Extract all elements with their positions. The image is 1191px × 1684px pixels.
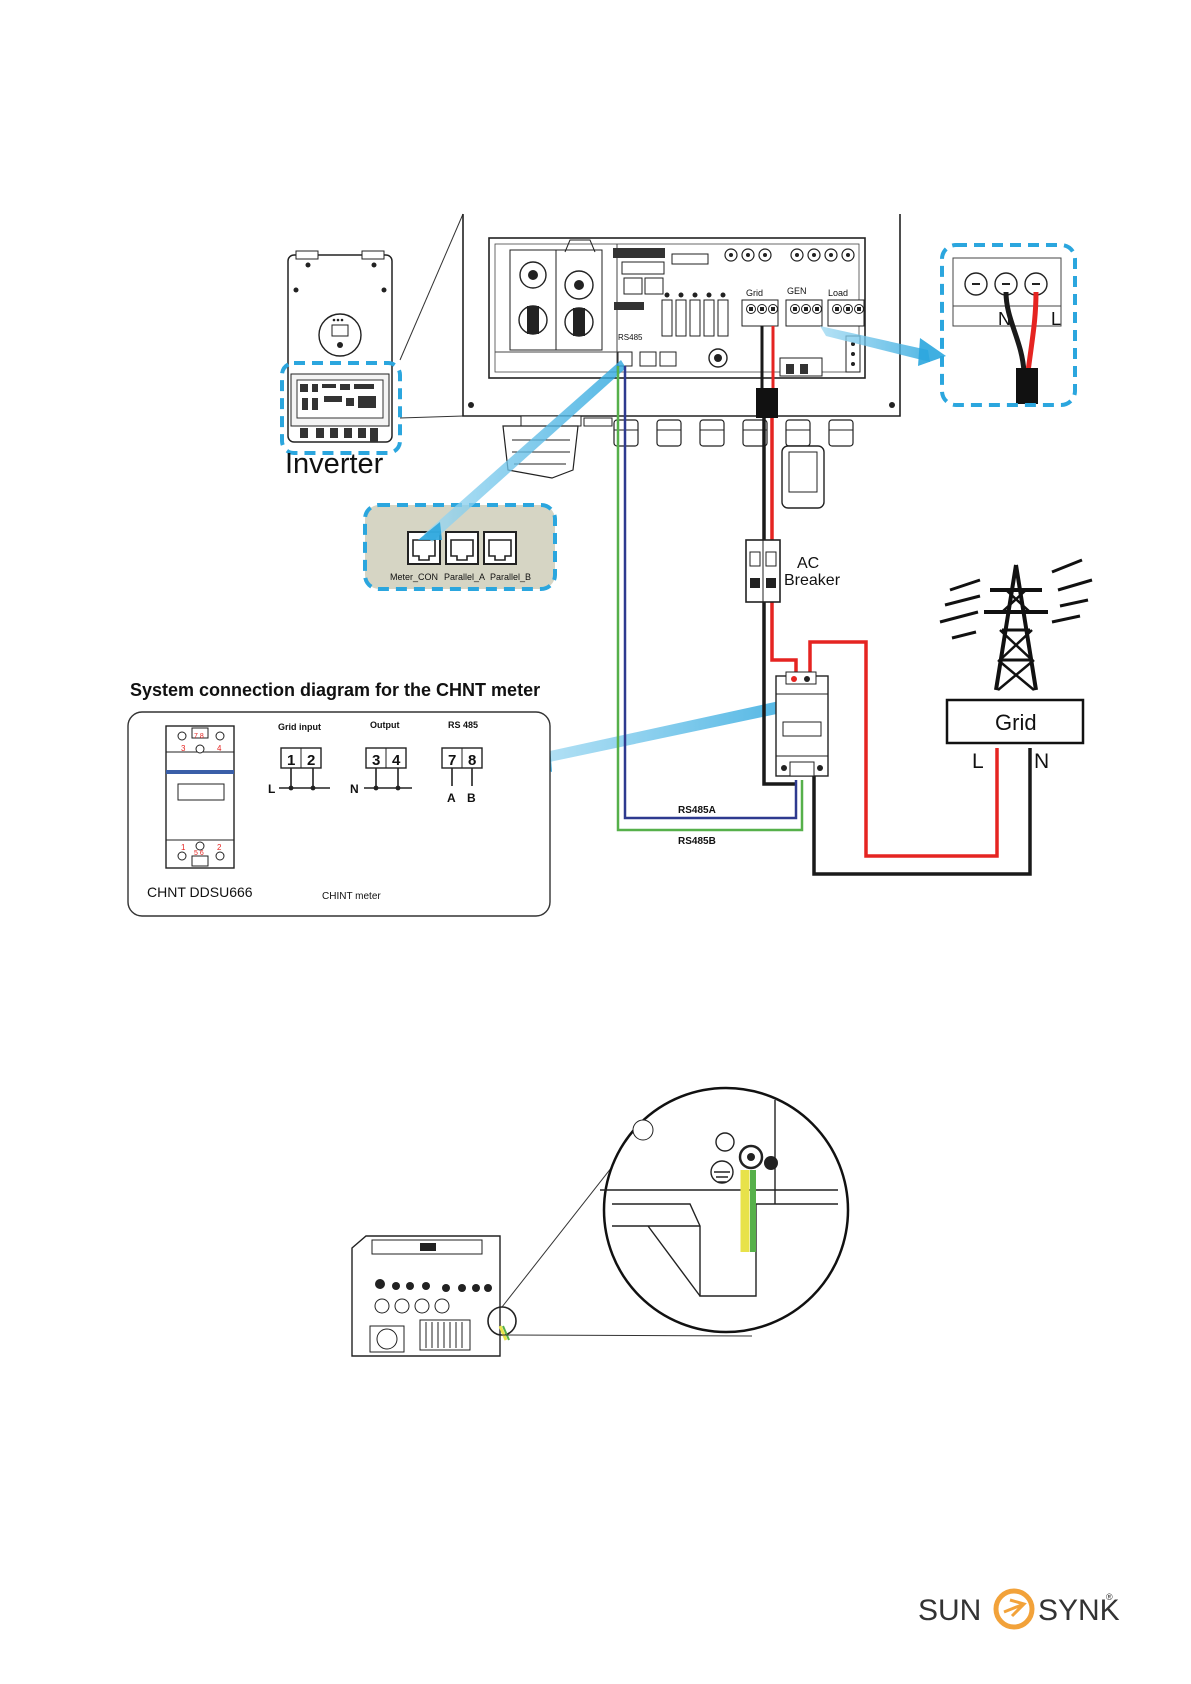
grid-l-label: L: [972, 750, 984, 773]
group-grid-input-sub: L: [268, 782, 275, 796]
device-bottom-right: 2: [217, 843, 222, 852]
breaker-label-line2: Breaker: [784, 572, 841, 589]
grounding-inverter: [352, 1236, 516, 1356]
load-terminal-label: Load: [828, 288, 848, 298]
terminal-4: 4: [392, 752, 401, 769]
terminal-7: 7: [448, 752, 456, 769]
port-parallel-b: Parallel_B: [490, 572, 531, 582]
grid-terminal-label: Grid: [746, 288, 763, 298]
meter-panel-device: 3 7 8 4 1 5 6 2: [166, 726, 234, 868]
rs485-sub-a: A: [447, 791, 456, 805]
inverter-closeup: RS485 Grid GEN Load: [463, 214, 900, 508]
device-top-right: 4: [217, 744, 222, 753]
inset-l-label: L: [1051, 309, 1061, 329]
grid-box-label: Grid: [995, 710, 1037, 735]
device-bottom-mid: 5 6: [194, 850, 204, 857]
chnt-meter-device: [776, 672, 828, 776]
port-parallel-a: Parallel_A: [444, 572, 485, 582]
sunsynk-logo: SUN SYNK ®: [918, 1591, 1120, 1627]
grid-tower-icon: [940, 560, 1092, 690]
meter-model: CHNT DDSU666: [147, 884, 253, 900]
terminal-2: 2: [307, 752, 315, 769]
inverter-thumbnail: [288, 251, 392, 442]
meter-caption: CHINT meter: [322, 891, 381, 902]
brand-mark: ®: [1106, 1592, 1113, 1602]
magnifier-line-bottom: [502, 1335, 752, 1336]
device-bottom-left: 1: [181, 843, 186, 852]
brand-left: SUN: [918, 1594, 981, 1627]
grounding-magnifier: [600, 1088, 848, 1332]
port-inset: Meter_CON Parallel_A Parallel_B: [365, 505, 555, 589]
terminal-1: 1: [287, 752, 295, 769]
inverter-label: Inverter: [285, 448, 384, 480]
rs485-sub-b: B: [467, 791, 476, 805]
rs485-label: RS485: [618, 333, 643, 342]
beam-to-meter-panel: [536, 700, 786, 764]
zoom-line-bottom: [400, 416, 463, 418]
group-output-title: Output: [370, 720, 400, 730]
ac-terminal-inset: N L: [953, 258, 1061, 404]
wire-rs485b-label: RS485B: [678, 836, 716, 847]
device-top-mid: 7 8: [194, 733, 204, 740]
group-rs485-title: RS 485: [448, 720, 478, 730]
device-top-left: 3: [181, 744, 186, 753]
terminal-3: 3: [372, 752, 380, 769]
group-output-sub: N: [350, 782, 359, 796]
zoom-line-top: [400, 214, 463, 360]
ac-breaker: [746, 540, 780, 602]
terminal-8: 8: [468, 752, 476, 769]
section-title: System connection diagram for the CHNT m…: [130, 680, 540, 700]
port-meter-con: Meter_CON: [390, 572, 438, 582]
grid-n-label: N: [1034, 750, 1049, 773]
wire-rs485a-label: RS485A: [678, 805, 716, 816]
breaker-label-line1: AC: [797, 555, 819, 572]
gen-terminal-label: GEN: [787, 286, 807, 296]
group-grid-input-title: Grid input: [278, 722, 321, 732]
